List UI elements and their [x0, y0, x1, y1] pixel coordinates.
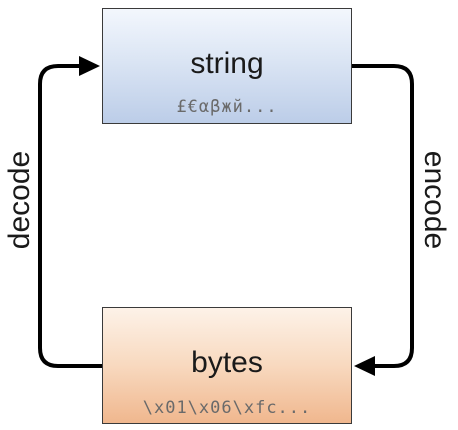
- bytes-node-title: bytes: [191, 346, 263, 379]
- string-node-title: string: [190, 47, 264, 80]
- decode-arrowhead: [79, 56, 100, 76]
- encode-arrowhead: [354, 356, 375, 376]
- decode-label: decode: [3, 150, 36, 250]
- bytes-node-sample: \x01\x06\xfc...: [142, 398, 312, 418]
- string-node: string £€αβжй...: [102, 8, 352, 124]
- bytes-node: bytes \x01\x06\xfc...: [102, 307, 352, 424]
- string-node-sample: £€αβжй...: [176, 97, 278, 117]
- encode-label: encode: [418, 150, 451, 250]
- encode-arrow: [352, 64, 414, 368]
- decode-arrow: [38, 64, 102, 368]
